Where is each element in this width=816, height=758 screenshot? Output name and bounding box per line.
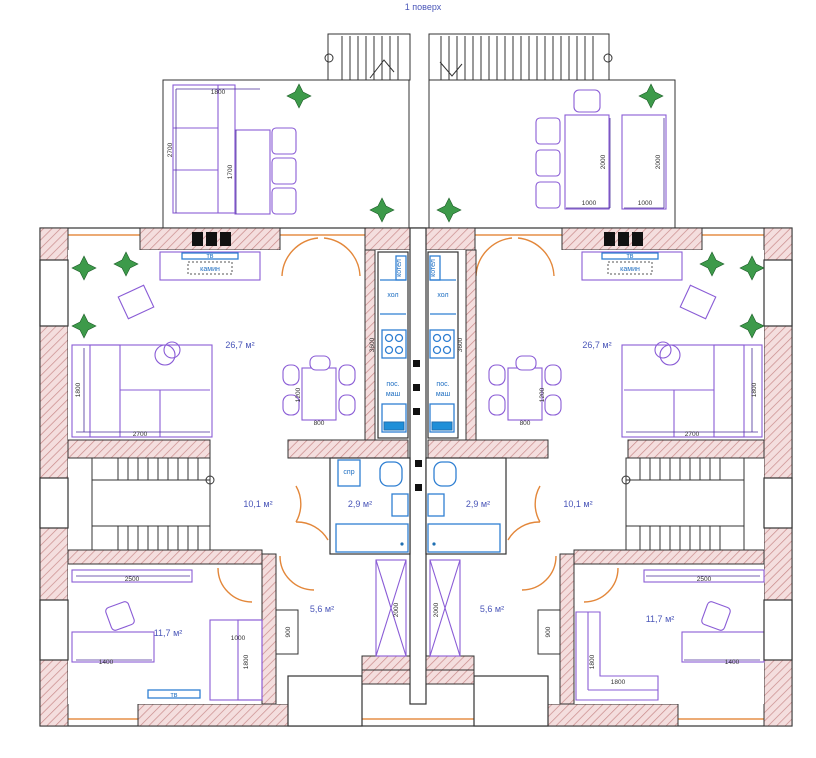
dim-2700-living-right: 2700 (685, 431, 700, 438)
living-left: 2700 1800 1200 800 26,7 м² (71, 237, 361, 438)
plant-icon (699, 251, 725, 277)
dim-800-living-left: 800 (314, 420, 325, 427)
dim-2000-terrace-b: 2000 (655, 154, 662, 169)
dim-1400-bedroom-right: 1400 (725, 659, 740, 666)
plant-icon (71, 313, 97, 339)
terrace-right: 2000 2000 1000 1000 (428, 33, 676, 229)
plant-icon (436, 197, 462, 223)
dim-1800-bedroom-right-a: 1800 (589, 654, 596, 669)
dim-900-corridor-right: 900 (545, 626, 552, 637)
dim-2000-terrace-a: 2000 (600, 154, 607, 169)
fireplace-label-right: камин (620, 266, 640, 273)
tv-label-left: тв (207, 253, 214, 260)
dim-1800-living-right: 1800 (751, 382, 758, 397)
boiler-label-left: котел (396, 259, 403, 277)
area-hall-right: 10,1 м² (563, 499, 592, 509)
dim-1400-bedroom-left: 1400 (99, 659, 114, 666)
area-bath-left: 2,9 м² (348, 499, 372, 509)
dim-1800-terrace: 1800 (211, 89, 226, 96)
fridge-label-right: хол (437, 292, 448, 299)
dim-2000-corridor-right: 2000 (433, 602, 440, 617)
fireplace-label-left: камин (200, 266, 220, 273)
internal-wall-mid (67, 439, 765, 459)
dim-3600-kitchen-right: 3600 (457, 337, 464, 352)
dim-2000-corridor-left: 2000 (393, 602, 400, 617)
dim-1700-terrace: 1700 (227, 164, 234, 179)
dim-900-corridor-left: 900 (285, 626, 292, 637)
fireplace-left: тв камин (159, 232, 261, 281)
fireplace-right: тв камин (581, 232, 683, 281)
bath-right: 2,9 м² (425, 457, 507, 555)
plant-icon (71, 255, 97, 281)
area-bath-right: 2,9 м² (466, 499, 490, 509)
area-corridor-left: 5,6 м² (310, 604, 334, 614)
kitchen-right: котел хол пос. маш 3600 (427, 249, 477, 441)
dishwasher-label-right-1: пос. (436, 381, 449, 388)
fridge-label-left: хол (387, 292, 398, 299)
area-living-left: 26,7 м² (225, 340, 254, 350)
plant-icon (286, 83, 312, 109)
washer-label-left: спр (343, 469, 354, 476)
bedroom-left: 2500 1400 1000 1800 тв 11,7 м² (67, 549, 263, 701)
party-wall (409, 227, 427, 705)
dim-1200-living-right: 1200 (539, 387, 546, 402)
dim-1000-bedroom-left: 1000 (231, 635, 246, 642)
kitchen-left: котел хол пос. маш 3600 (364, 249, 409, 441)
corridor-left: 2000 900 5,6 м² (261, 553, 411, 711)
dishwasher-label-left-2: маш (386, 391, 401, 398)
dishwasher-label-left-1: пос. (386, 381, 399, 388)
entrances (287, 669, 549, 727)
dim-1000-terrace-b: 1000 (638, 200, 653, 207)
dim-1800-bedroom-left: 1800 (243, 654, 250, 669)
tv-label-bedroom: тв (171, 692, 178, 699)
area-bedroom-right: 11,7 м² (646, 614, 675, 624)
area-bedroom-left: 11,7 м² (154, 628, 183, 638)
boiler-label-right: котел (430, 259, 437, 277)
dim-2700-living-left: 2700 (133, 431, 148, 438)
plant-icon (638, 83, 664, 109)
living-right: 2700 1800 1200 800 26,7 м² (475, 237, 763, 438)
dim-1800-living-left: 1800 (75, 382, 82, 397)
area-hall-left: 10,1 м² (243, 499, 272, 509)
plant-icon (739, 255, 765, 281)
dim-2500-bedroom-right: 2500 (697, 576, 712, 583)
bath-left: спр 2,9 м² (329, 457, 411, 555)
corridor-right: 2000 900 5,6 м² (425, 553, 575, 711)
terrace-left: 1800 2700 1700 (162, 33, 411, 229)
dishwasher-label-right-2: маш (436, 391, 451, 398)
plan-title: 1 поверх (405, 2, 442, 12)
dim-2700-terrace: 2700 (167, 142, 174, 157)
tv-label-right: тв (627, 253, 634, 260)
area-corridor-right: 5,6 м² (480, 604, 504, 614)
dim-3600-kitchen-left: 3600 (369, 337, 376, 352)
plant-icon (113, 251, 139, 277)
plant-icon (739, 313, 765, 339)
area-living-right: 26,7 м² (582, 340, 611, 350)
dim-1800-bedroom-right-b: 1800 (611, 679, 626, 686)
hall-right: 10,1 м² (507, 457, 745, 551)
dim-800-living-right: 800 (520, 420, 531, 427)
plant-icon (369, 197, 395, 223)
dim-1200-living-left: 1200 (295, 387, 302, 402)
dim-2500-bedroom-left: 2500 (125, 576, 140, 583)
windows (39, 259, 793, 661)
dim-1000-terrace-a: 1000 (582, 200, 597, 207)
bedroom-right: 2500 1400 1800 1800 11,7 м² (573, 549, 765, 701)
